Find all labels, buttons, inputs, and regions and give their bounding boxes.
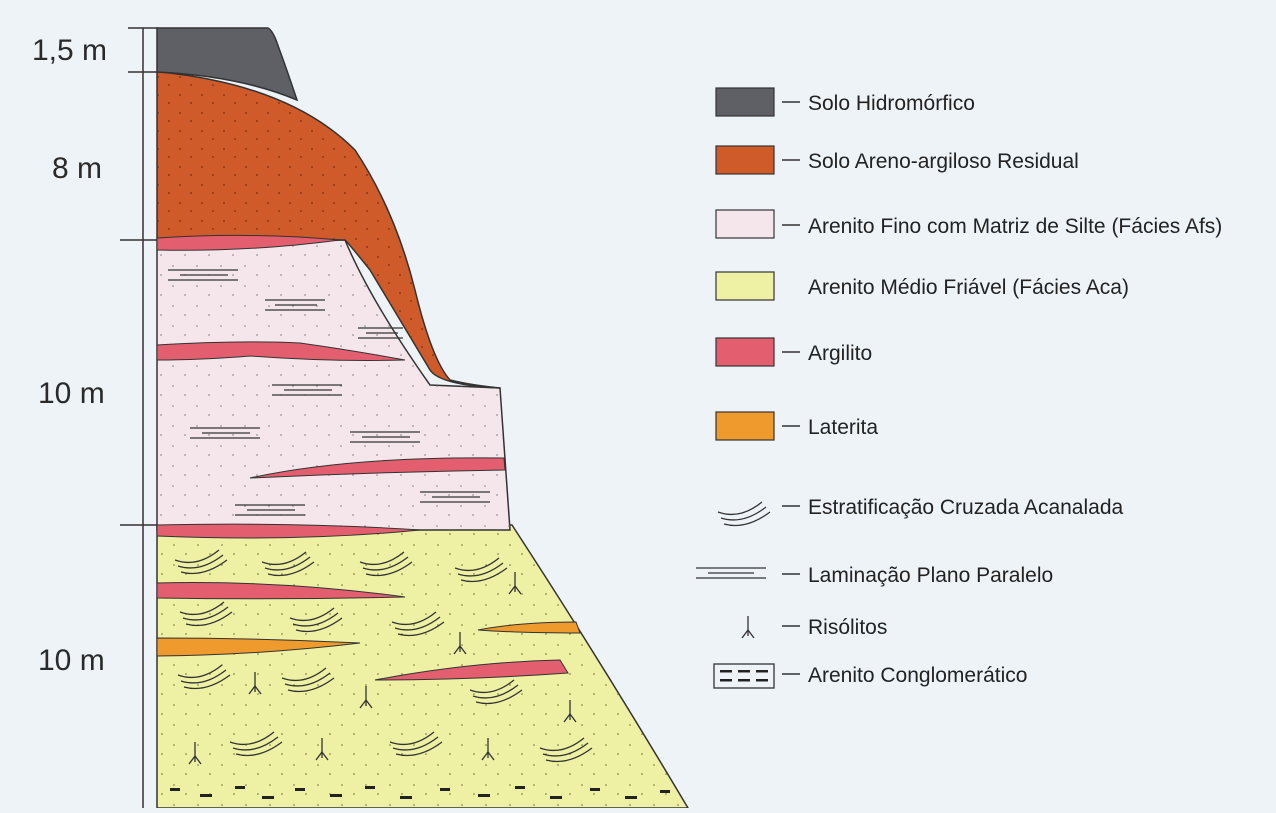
legend-label-solo-areno-argiloso: Solo Areno-argiloso Residual — [808, 150, 1079, 173]
legend-swatch-solo-hidromorfico — [716, 88, 774, 116]
legend-label-risolitos: Risólitos — [808, 616, 887, 639]
legend-cross-bedding-icon — [718, 502, 770, 526]
legend-dashes — [782, 102, 800, 674]
legend-parallel-lines-icon — [696, 568, 766, 578]
legend-label-argilito: Argilito — [808, 342, 872, 365]
legend-swatch-arenito-fino — [716, 210, 774, 238]
legend-swatch-laterita — [716, 412, 774, 440]
legend-label-solo-hidromorfico: Solo Hidromórfico — [808, 92, 975, 115]
legend-label-estratificacao: Estratificação Cruzada Acanalada — [808, 496, 1124, 519]
column — [157, 28, 688, 808]
legend-label-laterita: Laterita — [808, 416, 878, 439]
legend-label-arenito-fino: Arenito Fino com Matriz de Silte (Fácies… — [808, 215, 1222, 238]
scale-bar: 1,5 m 8 m 10 m 10 m — [32, 28, 158, 808]
legend-swatch-arenito-medio — [716, 272, 774, 300]
legend-root-icon — [742, 616, 754, 638]
scale-label-3: 10 m — [38, 377, 105, 410]
legend-swatch-argilito — [716, 338, 774, 366]
legend: Solo Hidromórfico Solo Areno-argiloso Re… — [696, 88, 1222, 688]
legend-label-arenito-medio: Arenito Médio Friável (Fácies Aca) — [808, 276, 1129, 299]
scale-label-2: 8 m — [52, 152, 102, 185]
legend-label-conglomeratico: Arenito Conglomerático — [808, 664, 1027, 687]
scale-label-1: 1,5 m — [32, 34, 107, 67]
scale-label-4: 10 m — [38, 644, 105, 677]
legend-swatch-solo-areno-argiloso — [716, 146, 774, 174]
legend-label-laminacao: Laminação Plano Paralelo — [808, 564, 1053, 587]
legend-dashes-box-icon — [714, 664, 774, 688]
